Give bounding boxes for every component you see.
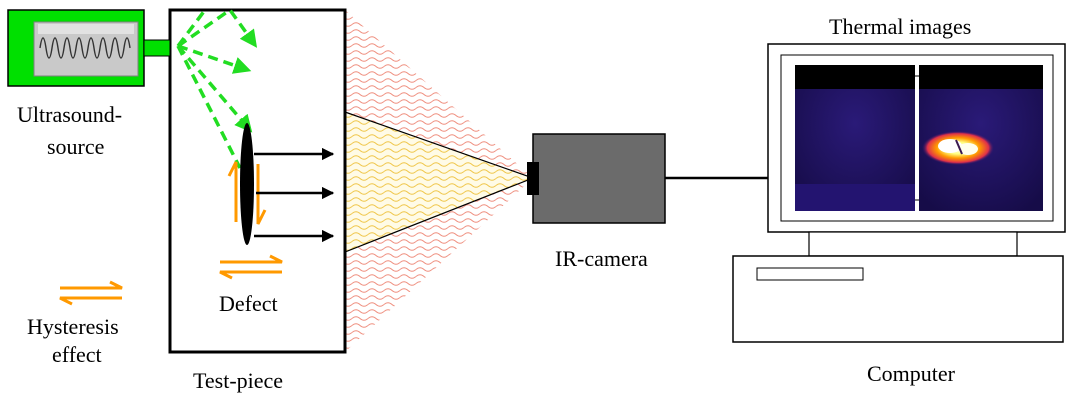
defect-hysteresis-icon [227,161,267,225]
hysteresis-label-line2: effect [52,342,102,367]
test-piece [168,8,347,354]
thermal-image-left [795,65,915,211]
computer-label: Computer [867,361,956,386]
source-label-line1: Ultrasound- [17,102,122,127]
heat-emission-arrows [254,147,335,243]
hysteresis-label-line1: Hysteresis [27,314,119,339]
defect [240,123,254,245]
ir-camera-label: IR-camera [555,246,648,271]
thermal-image-right [919,65,1043,211]
heat-cone [344,10,535,352]
ultrasound-wave-arrows [176,7,258,169]
source-label-line2: source [47,134,104,159]
hysteresis-icon [219,254,283,280]
thermal-images-label: Thermal images [829,14,971,39]
test-piece-label: Test-piece [193,368,283,393]
ir-camera-icon [527,133,666,224]
defect-label: Defect [219,291,278,316]
hysteresis-legend-icon [59,280,123,306]
ultrasound-source-icon [7,9,171,87]
